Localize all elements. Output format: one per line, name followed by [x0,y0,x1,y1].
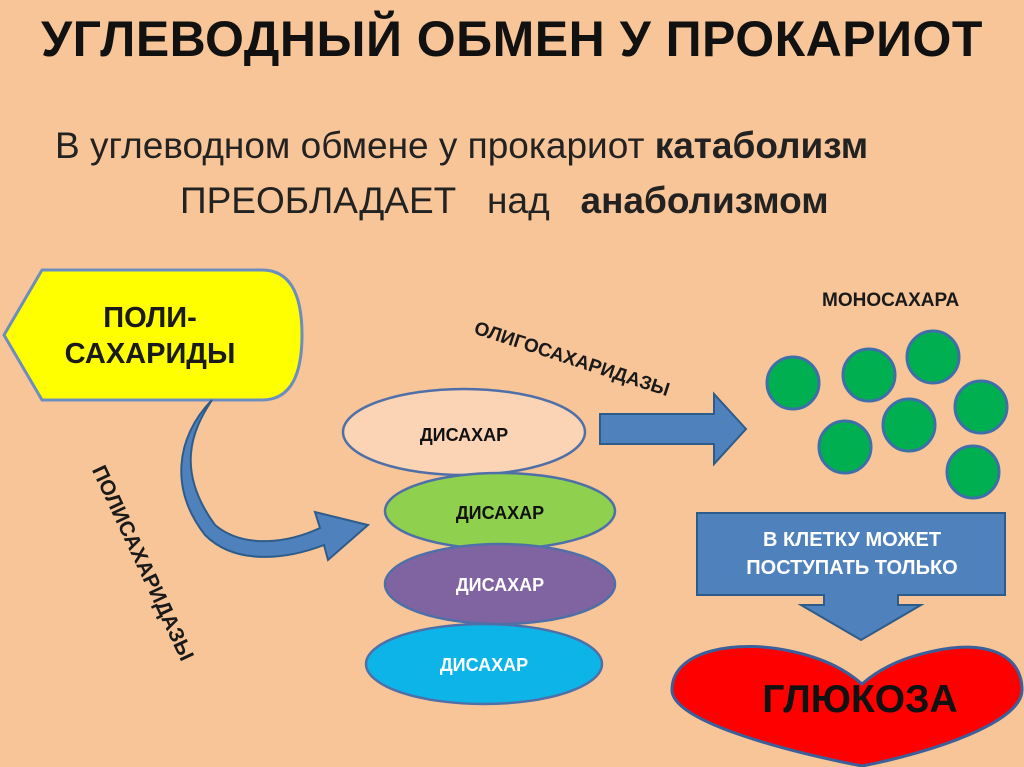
cell-entry-callout [696,512,1006,642]
monosaccharides-label: МОНОСАХАРА [822,290,960,311]
polysaccharides-shape [2,268,304,402]
disaccharide-label-2: ДИСАХАР [455,503,545,523]
monosaccharide-circle [945,444,1001,500]
anabolism-term: анаболизмом [580,180,829,221]
subtitle-line-1: В углеводном обмене у прокариот катаболи… [55,125,868,167]
cell-entry-label: В КЛЕТКУ МОЖЕТ ПОСТУПАТЬ ТОЛЬКО [746,529,958,579]
catabolism-term: катаболизм [654,125,869,166]
monosaccharide-circle [817,419,873,475]
oligosaccharidase-arrow [599,391,748,467]
monosaccharide-circle [881,397,937,453]
disaccharide-ellipse-4 [364,622,604,706]
subtitle-line-2: ПРЕОБЛАДАЕТ над анаболизмом [180,180,829,222]
monosaccharide-circle [765,355,821,411]
polysaccharidase-arrow [180,399,371,562]
polysaccharides-text: ПОЛИ- САХАРИДЫ [64,302,236,370]
polysaccharides-label: ПОЛИ- САХАРИДЫ [40,300,260,372]
glucose-heart [670,645,1024,767]
disaccharide-label-4: ДИСАХАР [439,655,529,675]
monosaccharide-circle [905,329,961,385]
monosaccharide-group [765,329,1009,500]
disaccharide-label-1: ДИСАХАР [419,425,509,445]
disaccharide-label-3: ДИСАХАР [455,575,545,595]
page-title: УГЛЕВОДНЫЙ ОБМЕН У ПРОКАРИОТ [41,11,983,67]
subtitle-line-1-text: В углеводном обмене у прокариот [55,125,655,166]
subtitle-line-2-text: ПРЕОБЛАДАЕТ над [180,180,581,221]
monosaccharide-circle [953,379,1009,435]
glucose-label: ГЛЮКОЗА [762,678,958,721]
monosaccharide-circle [841,347,897,403]
